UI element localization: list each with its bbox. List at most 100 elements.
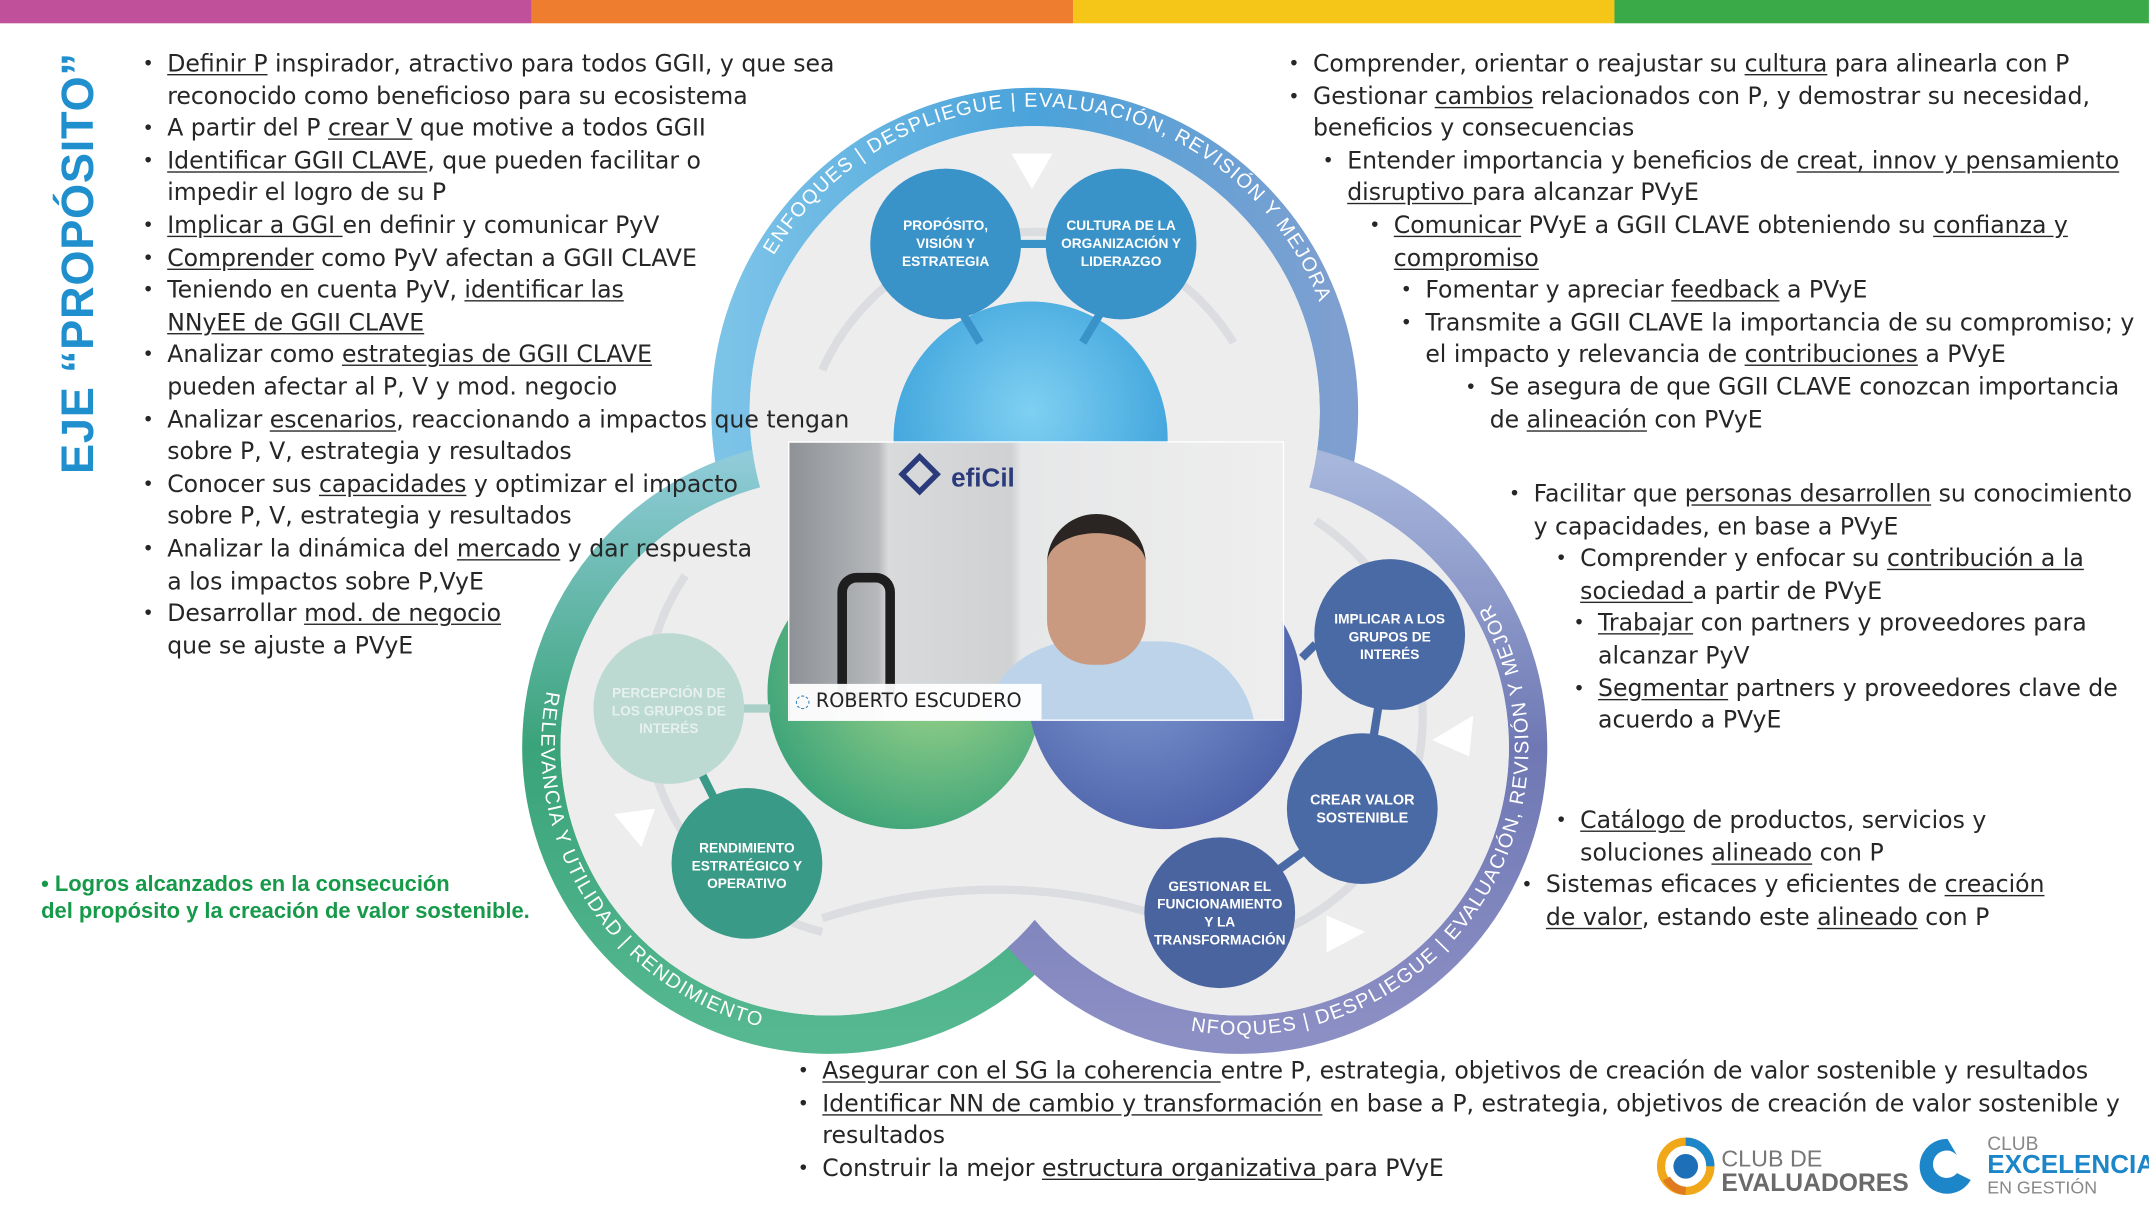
bullet-icon: • <box>1555 809 1567 832</box>
text: a los impactos sobre P,VyE <box>167 568 484 596</box>
text: resultados <box>822 1122 946 1151</box>
club-excelencia-icon <box>1919 1138 1971 1194</box>
underlined-text: identificar las <box>464 277 624 305</box>
text: impedir el logro de su P <box>167 180 447 208</box>
list-item-line: sociedad a partir de PVyE <box>1580 577 2149 609</box>
list-item-line: Analizar la dinámica del mercado y dar r… <box>167 534 2149 566</box>
list-item-line: Identificar GGII CLAVE, que pueden facil… <box>167 146 2149 178</box>
list-item-line: sobre P, V, estrategia y resultados <box>167 437 2149 469</box>
text: Desarrollar <box>167 600 305 628</box>
text: el impacto y relevancia de <box>1425 341 1745 370</box>
list-item: •Definir P inspirador, atractivo para to… <box>143 49 2149 114</box>
list-item: •Transmite a GGII CLAVE la importancia d… <box>1401 308 2149 373</box>
list-item: •Asegurar con el SG la coherencia entre … <box>798 1057 2149 1089</box>
text: que motive a todos GGII <box>412 115 706 143</box>
underlined-text: creación <box>1944 871 2045 900</box>
color-bar-3 <box>1073 0 1615 24</box>
list-item: •Analizar como estrategias de GGII CLAVE… <box>143 340 2149 405</box>
text: sobre P, V, estrategia y resultados <box>167 438 572 467</box>
list-item: •Trabajar con partners y proveedores par… <box>1573 609 2149 674</box>
list-item-line: Analizar escenarios, reaccionando a impa… <box>167 405 2149 437</box>
underlined-text: Catálogo <box>1580 807 1686 835</box>
list-item-line: Conocer sus capacidades y optimizar el i… <box>167 470 2149 502</box>
bullet-icon: • <box>142 150 154 173</box>
list-item-line: que se ajuste a PVyE <box>167 631 2149 663</box>
bullet-icon: • <box>1400 312 1412 335</box>
underlined-text: alineado <box>1711 839 1813 867</box>
underlined-text: Segmentar <box>1598 675 1729 703</box>
text: de <box>1489 406 1527 434</box>
list-item-line: alcanzar PyV <box>1598 641 2149 673</box>
bullet-icon: • <box>142 247 154 270</box>
list-item-line: Fomentar y apreciar feedback a PVyE <box>1425 276 2149 308</box>
underlined-text: estrategias de GGII CLAVE <box>341 341 653 370</box>
bullet-icon: • <box>142 473 154 496</box>
list-item: •Facilitar que personas desarrollen su c… <box>1509 480 2149 545</box>
text: , estando este <box>1641 904 1818 932</box>
list-item: •A partir del P crear V que motive a tod… <box>143 114 2149 146</box>
list-item-line: Entender importancia y beneficios de cre… <box>1347 146 2149 178</box>
list-item-line: Construir la mejor estructura organizati… <box>822 1154 2149 1186</box>
list-item: • Fomentar y apreciar feedback a PVyE <box>1401 276 2149 308</box>
text: en definir y comunicar PyV <box>342 212 660 240</box>
list-item-line: Teniendo en cuenta PyV, identificar las <box>167 276 2149 308</box>
text: Se asegura de que GGII CLAVE conozcan im… <box>1489 374 2120 402</box>
club-evaluadores-icon <box>1656 1137 1715 1196</box>
text: alcanzar PyV <box>1598 642 1750 671</box>
underlined-text: sociedad <box>1580 578 1693 606</box>
underlined-text: mod. de negocio <box>304 600 502 628</box>
participant-name-label: ◌ROBERTO ESCUDERO <box>789 683 1042 720</box>
bullet-icon: • <box>142 603 154 626</box>
text: Conocer sus <box>167 471 319 499</box>
underlined-text: Implicar a GGI <box>167 212 343 240</box>
video-tile[interactable]: efiCil ◌ROBERTO ESCUDERO <box>788 441 1285 721</box>
list-item-line: Desarrollar mod. de negocio <box>167 599 2149 631</box>
bullet-icon: • <box>1465 376 1477 399</box>
list-item: •Segmentar partners y proveedores clave … <box>1573 674 2149 739</box>
eficil-logo-text: efiCil <box>951 464 1015 494</box>
bullet-icon: • <box>142 279 154 302</box>
list-item-line: Se asegura de que GGII CLAVE conozcan im… <box>1490 373 2149 405</box>
text: como PyV afectan a GGII CLAVE <box>313 244 697 273</box>
list-item-line: resultados <box>822 1121 2149 1153</box>
participant-audio-icon: ◌ <box>794 692 811 713</box>
text: Analizar <box>167 406 270 434</box>
list-item-line: Trabajar con partners y proveedores para <box>1598 609 2149 641</box>
underlined-text: compromiso <box>1393 244 1539 273</box>
text: a PVyE <box>1779 277 1868 305</box>
text: y optimizar el impacto <box>466 471 738 499</box>
underlined-text: mercado <box>456 535 561 564</box>
list-item: •Gestionar cambios relacionados con P, y… <box>1288 82 2149 147</box>
underlined-text: capacidades <box>318 471 467 499</box>
bottom-bullet-list: •Asegurar con el SG la coherencia entre … <box>0 1057 2149 1186</box>
list-item-line: Definir P inspirador, atractivo para tod… <box>167 49 2149 81</box>
list-item-line: sobre P, V, estrategia y resultados <box>167 502 2149 534</box>
list-item-line: de valor, estando este alineado con P <box>1546 903 2149 935</box>
list-item: •Entender importancia y beneficios de cr… <box>1323 146 2149 211</box>
results-note: • Logros alcanzados en la consecución de… <box>41 873 530 924</box>
bullet-icon: • <box>1288 53 1300 76</box>
color-bar-4 <box>1614 0 2149 24</box>
text: beneficios y consecuencias <box>1312 115 1635 143</box>
color-bar-1 <box>0 0 532 24</box>
list-item-line: Comprender, orientar o reajustar su cult… <box>1313 49 2149 81</box>
text: para alinearla con P <box>1827 50 2070 79</box>
bullet-icon: • <box>1400 279 1412 302</box>
list-item: • Conocer sus capacidades y optimizar el … <box>143 470 2149 535</box>
list-item: • Comprender, orientar o reajustar su cul… <box>1288 49 2149 81</box>
list-item-line: Comunicar PVyE a GGII CLAVE obteniendo s… <box>1394 211 2149 243</box>
list-item: •Comunicar PVyE a GGII CLAVE obteniendo … <box>1369 211 2149 276</box>
list-item-line: NNyEE de GGII CLAVE <box>167 308 2149 340</box>
text: a PVyE <box>1917 341 2006 370</box>
underlined-text: confianza y <box>1933 212 2068 240</box>
bullet-icon: • <box>142 215 154 238</box>
bullet-icon: • <box>142 344 154 367</box>
list-item-line: de alineación con PVyE <box>1490 405 2149 437</box>
